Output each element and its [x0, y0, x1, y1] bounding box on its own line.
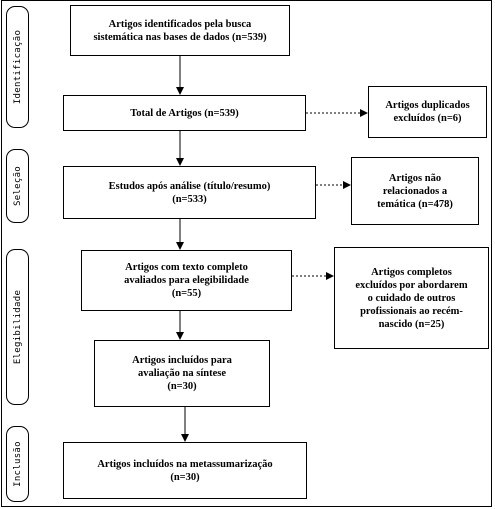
box-duplicates-excluded: Artigos duplicados excluídos (n=6): [368, 86, 487, 138]
box-total-articles: Total de Artigos (n=539): [63, 95, 306, 131]
box-unrelated: Artigos não relacionados a temática (n=4…: [351, 157, 479, 225]
stage-selecao: Seleção: [6, 149, 29, 223]
box-after-analysis: Estudos após análise (título/resumo) (n=…: [63, 166, 316, 219]
box-excluded-full: Artigos completos excluídos por abordare…: [334, 247, 489, 349]
stage-inclusao: Inclusão: [6, 426, 29, 502]
box-included-synthesis: Artigos incluídos para avaliação na sínt…: [94, 340, 270, 407]
box-identified: Artigos identificados pela busca sistemá…: [70, 5, 290, 56]
stage-elegibilidade: Elegibilidade: [6, 249, 29, 405]
stage-identificacao: Identificação: [6, 6, 29, 128]
box-full-text: Artigos com texto completo avaliados par…: [81, 250, 292, 311]
box-included-meta: Artigos incluídos na metassumarização (n…: [63, 442, 307, 499]
